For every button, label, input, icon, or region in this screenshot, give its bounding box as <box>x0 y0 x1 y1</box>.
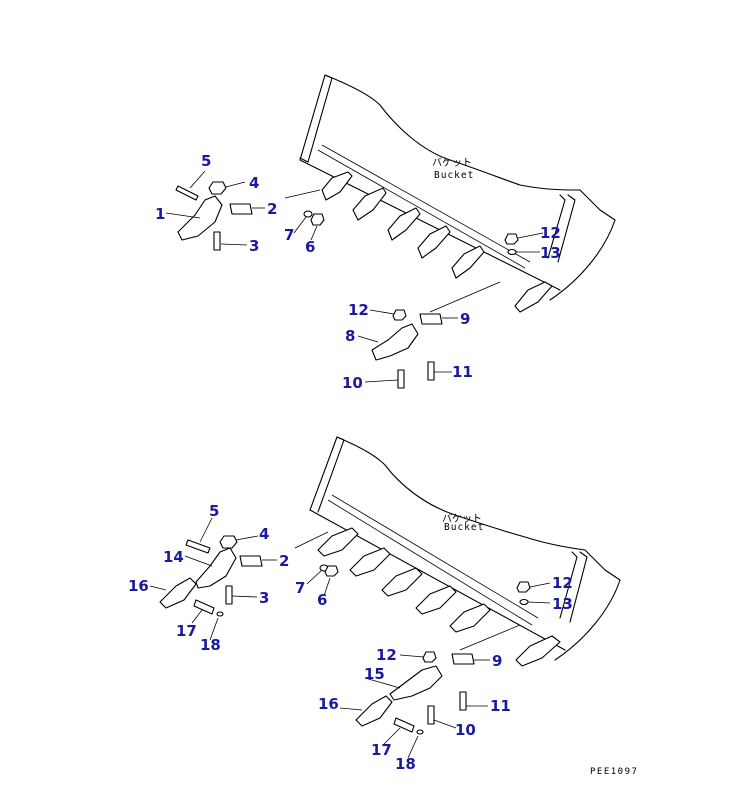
callout-5: 5 <box>201 152 211 170</box>
callout-2: 2 <box>279 552 289 570</box>
nut-part <box>208 181 227 195</box>
bucket-label-jp: バケット <box>442 513 482 525</box>
upper-leader-lines <box>165 170 544 383</box>
bolt-part <box>397 369 405 389</box>
callout-2: 2 <box>267 200 277 218</box>
callout-9: 9 <box>492 652 502 670</box>
washer-part <box>507 248 517 256</box>
callout-18-upper: 18 <box>200 636 221 654</box>
bolt-part <box>427 705 435 725</box>
bolt-part <box>185 539 211 554</box>
lower-leader-lines <box>149 517 551 759</box>
nut-part <box>516 581 531 593</box>
callout-17-upper: 17 <box>176 622 197 640</box>
nut-part <box>422 651 437 663</box>
tooth-part <box>355 695 393 727</box>
callout-12-upper: 12 <box>540 224 561 242</box>
callout-13: 13 <box>552 595 573 613</box>
callout-17-lower: 17 <box>371 741 392 759</box>
adapter-part <box>195 547 237 589</box>
lower-teeth-row <box>317 527 561 667</box>
lock-part <box>416 729 424 735</box>
callout-12-upper: 12 <box>552 574 573 592</box>
callout-11: 11 <box>452 363 473 381</box>
nut-part <box>504 233 519 245</box>
bucket-label-jp: バケット <box>432 157 472 169</box>
nut-part <box>324 565 339 577</box>
adapter-part <box>389 665 443 701</box>
callout-4: 4 <box>259 525 269 543</box>
bolt-part <box>459 691 467 711</box>
callout-9: 9 <box>460 310 470 328</box>
callout-10: 10 <box>455 721 476 739</box>
callout-14: 14 <box>163 548 184 566</box>
washer-part <box>303 210 313 218</box>
nut-part <box>310 213 325 226</box>
callout-12-lower: 12 <box>348 301 369 319</box>
bolt-part <box>175 185 199 201</box>
callout-3: 3 <box>249 237 259 255</box>
clip-part <box>451 653 475 665</box>
callout-13: 13 <box>540 244 561 262</box>
callout-6: 6 <box>317 591 327 609</box>
pin-part <box>193 599 215 615</box>
callout-16-upper: 16 <box>128 577 149 595</box>
washer-part <box>519 598 529 606</box>
callout-7: 7 <box>295 579 305 597</box>
callout-5: 5 <box>209 502 219 520</box>
pin-part <box>393 717 415 733</box>
callout-3: 3 <box>259 589 269 607</box>
bolt-part <box>427 361 435 381</box>
drawing-code: PEE1097 <box>590 767 638 777</box>
callout-7: 7 <box>284 226 294 244</box>
callout-15: 15 <box>364 665 385 683</box>
lower-view: バケット Bucket 2 3 4 5 6 7 9 10 11 12 12 13… <box>128 436 621 773</box>
lock-part <box>216 611 224 617</box>
clip-part <box>239 555 263 567</box>
bucket-label-en: Bucket <box>444 522 484 533</box>
callout-11: 11 <box>490 697 511 715</box>
callout-8: 8 <box>345 327 355 345</box>
callout-6: 6 <box>305 238 315 256</box>
upper-view: バケット Bucket 1 2 3 4 5 6 7 8 9 10 11 12 1… <box>155 74 616 392</box>
bucket-label-en: Bucket <box>434 170 474 181</box>
adapter-part <box>371 323 419 361</box>
tooth-part <box>159 577 197 609</box>
bolt-part <box>213 231 221 251</box>
bolt-part <box>225 585 233 605</box>
nut-part <box>219 535 238 549</box>
callout-1: 1 <box>155 205 165 223</box>
upper-teeth-row <box>321 171 553 313</box>
callout-4: 4 <box>249 174 259 192</box>
callout-18-lower: 18 <box>395 755 416 773</box>
callout-16-lower: 16 <box>318 695 339 713</box>
clip-part <box>229 203 253 215</box>
nut-part <box>392 309 407 321</box>
callout-12-lower: 12 <box>376 646 397 664</box>
clip-part <box>419 313 443 325</box>
callout-10: 10 <box>342 374 363 392</box>
